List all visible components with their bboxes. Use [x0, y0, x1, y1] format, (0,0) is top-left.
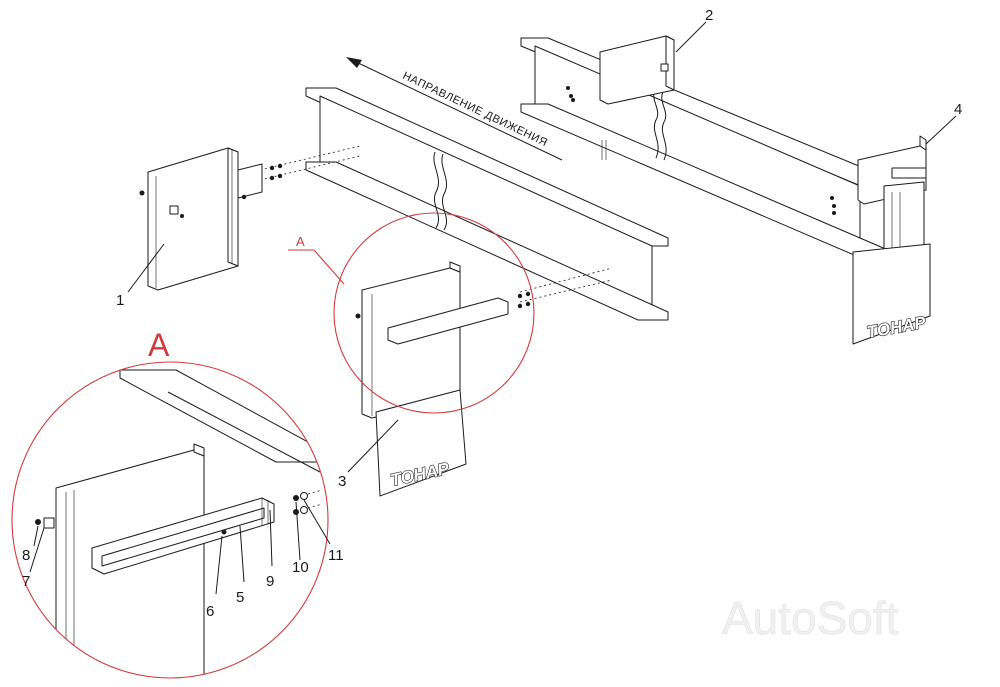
bracket-part-2	[566, 35, 675, 105]
callout-10: 10	[292, 559, 309, 576]
mudguard-part-4: ТОНАР	[830, 135, 931, 345]
callout-6: 6	[206, 603, 214, 620]
callout-3: 3	[338, 473, 346, 490]
callout-2: 2	[705, 7, 713, 24]
callout-4: 4	[954, 101, 962, 118]
callout-1: 1	[116, 292, 124, 309]
callout-11: 11	[328, 547, 344, 564]
callout-8: 8	[22, 547, 30, 564]
callouts: 1 2 3 4 5 6 7 8 9 10 11	[22, 7, 962, 620]
mudguard-part-3: ТОНАР	[355, 261, 531, 497]
detail-marker-a: А	[288, 212, 535, 414]
watermark: AutoSoft	[722, 592, 899, 644]
detail-view-a: А	[11, 327, 329, 679]
callout-7: 7	[22, 573, 30, 590]
callout-9: 9	[266, 573, 274, 590]
callout-5: 5	[236, 589, 244, 606]
detail-label-large: А	[148, 327, 170, 363]
mudguard-part-1	[139, 147, 283, 291]
detail-label-small: А	[296, 234, 305, 249]
left-frame-beam	[259, 87, 669, 321]
